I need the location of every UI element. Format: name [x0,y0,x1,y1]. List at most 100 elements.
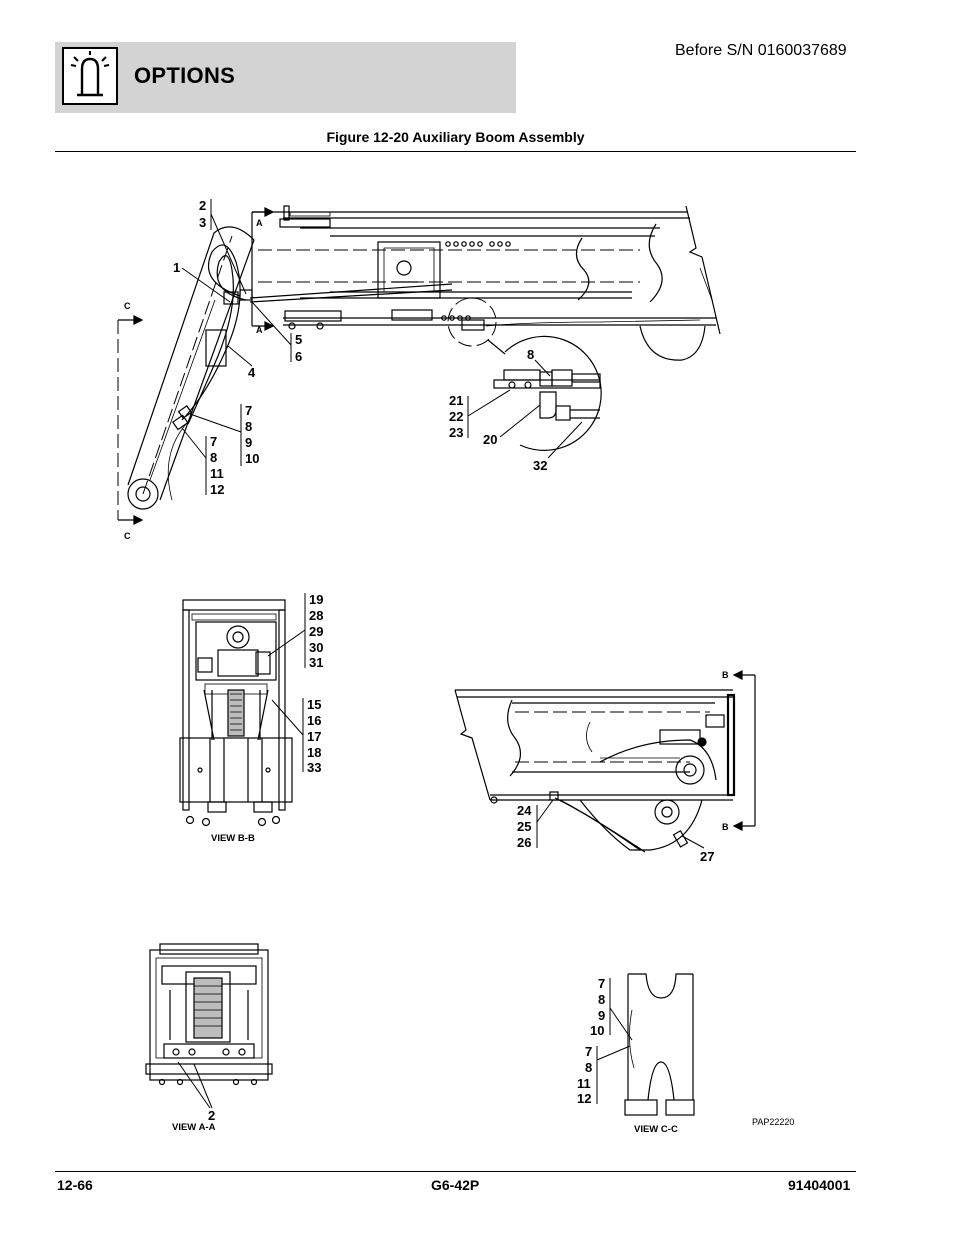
main-boom-view-stroke [477,241,483,247]
view-bb-drawing-stroke [191,613,277,621]
section-title: OPTIONS [134,63,236,88]
fitting-detail-view-stroke [503,369,541,381]
main-boom-view-stroke [489,241,495,247]
view-aa-drawing-stroke [145,1063,273,1075]
view-aa-leaders-stroke [193,1063,213,1109]
main-view-leaders-stroke [181,427,207,459]
view-aa-leaders-stroke [177,1061,211,1109]
callout: 8 [598,992,605,1007]
main-boom-view-stroke [181,244,241,421]
view-cc-leaders [596,978,633,1104]
callout: 12 [577,1091,591,1106]
callout: 5 [295,332,302,347]
drawing-id: PAP22220 [752,1117,794,1127]
fitting-detail-view-stroke [570,409,600,419]
detail-view-leaders [467,359,583,459]
main-boom-view-stroke [485,319,701,327]
view-bb-drawing-stroke [217,649,259,677]
section-a-bottom-label: A [256,325,263,335]
section-a-top-label: A [256,218,263,228]
main-boom-view-stroke [300,227,660,237]
boom-end-view-stroke [507,699,521,777]
main-boom-view-stroke [171,414,189,431]
callout: 11 [577,1076,591,1091]
main-boom-view-stroke [127,226,255,501]
fitting-detail-view-stroke [539,391,557,419]
main-boom-view-stroke [457,315,463,321]
callout: 9 [598,1008,605,1023]
view-aa-drawing-stroke [185,971,231,1043]
main-boom-view-stroke [252,211,690,219]
boom-end-view-stroke [549,791,559,801]
detail-view-leaders-stroke [547,421,583,459]
main-boom-view-stroke [300,291,632,299]
main-boom-view-stroke [441,315,447,321]
callout: 8 [210,450,217,465]
view-bb-drawing-stroke [197,657,213,673]
view-aa-drawing-stroke [250,1078,258,1086]
callout: 10 [590,1023,604,1038]
callout: 8 [585,1060,592,1075]
boom-end-view [454,670,756,853]
boom-end-view-stroke [683,763,697,777]
main-boom-view-stroke [264,207,275,331]
section-header-band [55,42,516,113]
section-c-bottom-label: C [124,531,131,541]
view-cc-drawing [624,973,695,1116]
main-boom-view-stroke [249,289,453,303]
boom-end-view-stroke [454,689,491,801]
options-lamp-icon-graphic-stroke [101,56,107,62]
main-boom-view-stroke [445,241,451,247]
view-bb-drawing-stroke [185,815,195,825]
main-boom-view [117,205,721,525]
end-view-leaders-stroke [536,799,554,823]
boom-end-view-stroke [554,797,641,851]
callout: 1 [173,260,180,275]
view-bb-drawing [179,599,293,827]
view-aa-drawing-stroke [194,985,222,1027]
boom-end-view-stroke [675,755,705,785]
main-boom-view-stroke [118,319,134,521]
callout: 21 [449,393,463,408]
options-lamp-icon-graphic-stroke [103,64,110,67]
boom-end-view-stroke [742,674,755,827]
view-bb-drawing-stroke [271,815,281,825]
view-bb-label: VIEW B-B [211,833,255,844]
boom-end-view-stroke [490,796,498,804]
main-view-leaders-stroke [227,345,253,367]
view-bb-leaders-stroke [267,629,306,657]
main-boom-view-stroke [279,218,331,228]
callout: 2 [199,198,206,213]
callout: 24 [517,803,532,818]
main-boom-view-stroke [284,310,342,322]
end-view-leaders [536,799,705,849]
boom-end-view-stroke [732,670,743,831]
main-boom-view-stroke [469,241,475,247]
figure-caption: Figure 12-20 Auxiliary Boom Assembly [326,129,585,145]
footer-rule [55,1171,856,1172]
view-aa-drawing-stroke [159,943,259,955]
main-boom-view-stroke [142,235,233,495]
view-bb-drawing-stroke [278,609,286,811]
options-lamp-icon-graphic-stroke [80,57,100,95]
view-cc-drawing-stroke [628,973,693,999]
view-bb-drawing-stroke [201,817,211,827]
boom-end-view-stroke [515,711,710,763]
detail-view-leaders-stroke [499,404,541,438]
document-number: 91404001 [788,1177,851,1193]
view-bb-drawing-stroke [182,599,286,611]
section-b-top-label: B [722,670,729,680]
view-bb-drawing-stroke [182,609,190,811]
view-bb-drawing-stroke [195,621,277,681]
main-boom-view-stroke [487,339,506,355]
main-boom-view-stroke [288,322,296,330]
main-boom-view-stroke [249,283,453,299]
main-boom-view-stroke [461,319,485,331]
main-boom-view-stroke [391,309,433,321]
callout: 7 [598,976,605,991]
view-cc-drawing-stroke [629,1009,635,1069]
model-number: G6-42P [431,1177,480,1193]
view-aa-drawing-stroke [238,1048,246,1056]
callout: 3 [199,215,206,230]
